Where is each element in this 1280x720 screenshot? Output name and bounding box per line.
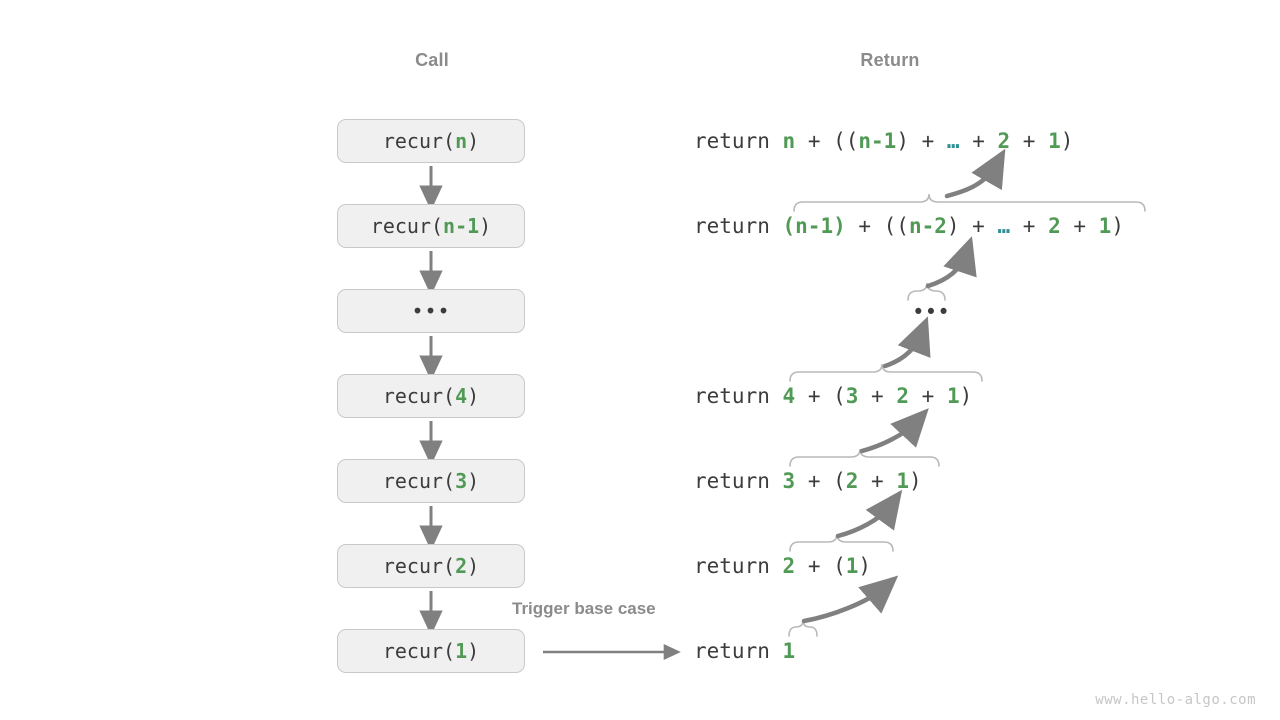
call-box-ellipsis[interactable]: ••• xyxy=(337,289,525,333)
return-expression-3: return 3 + (2 + 1) xyxy=(694,469,922,493)
trigger-base-case-label: Trigger base case xyxy=(512,599,656,618)
return-expression-1: return 1 xyxy=(694,639,796,663)
call-box-label: recur(2) xyxy=(382,554,480,578)
call-box-label: recur(n) xyxy=(382,129,480,153)
return-flow-arrows xyxy=(801,148,1006,624)
call-box-recur-2[interactable]: recur(2) xyxy=(337,544,525,588)
call-box-label: recur(n-1) xyxy=(370,214,492,238)
watermark: www.hello-algo.com xyxy=(1095,692,1256,708)
return-expression-2: return 2 + (1) xyxy=(694,554,872,578)
call-box-recur-4[interactable]: recur(4) xyxy=(337,374,525,418)
call-box-label: ••• xyxy=(411,299,451,323)
return-expression-n: return n + ((n-1) + … + 2 + 1) xyxy=(694,129,1074,153)
return-expression-ellipsis: ••• xyxy=(912,300,950,324)
call-box-label: recur(1) xyxy=(382,639,480,663)
return-expression-n-1: return (n-1) + ((n-2) + … + 2 + 1) xyxy=(694,214,1124,238)
call-column-title: Call xyxy=(415,50,449,70)
call-box-label: recur(3) xyxy=(382,469,480,493)
call-box-recur-n[interactable]: recur(n) xyxy=(337,119,525,163)
return-expression-4: return 4 + (3 + 2 + 1) xyxy=(694,384,973,408)
call-box-recur-3[interactable]: recur(3) xyxy=(337,459,525,503)
call-box-recur-1[interactable]: recur(1) xyxy=(337,629,525,673)
call-box-label: recur(4) xyxy=(382,384,480,408)
call-box-recur-n-1[interactable]: recur(n-1) xyxy=(337,204,525,248)
return-column-title: Return xyxy=(860,50,920,70)
